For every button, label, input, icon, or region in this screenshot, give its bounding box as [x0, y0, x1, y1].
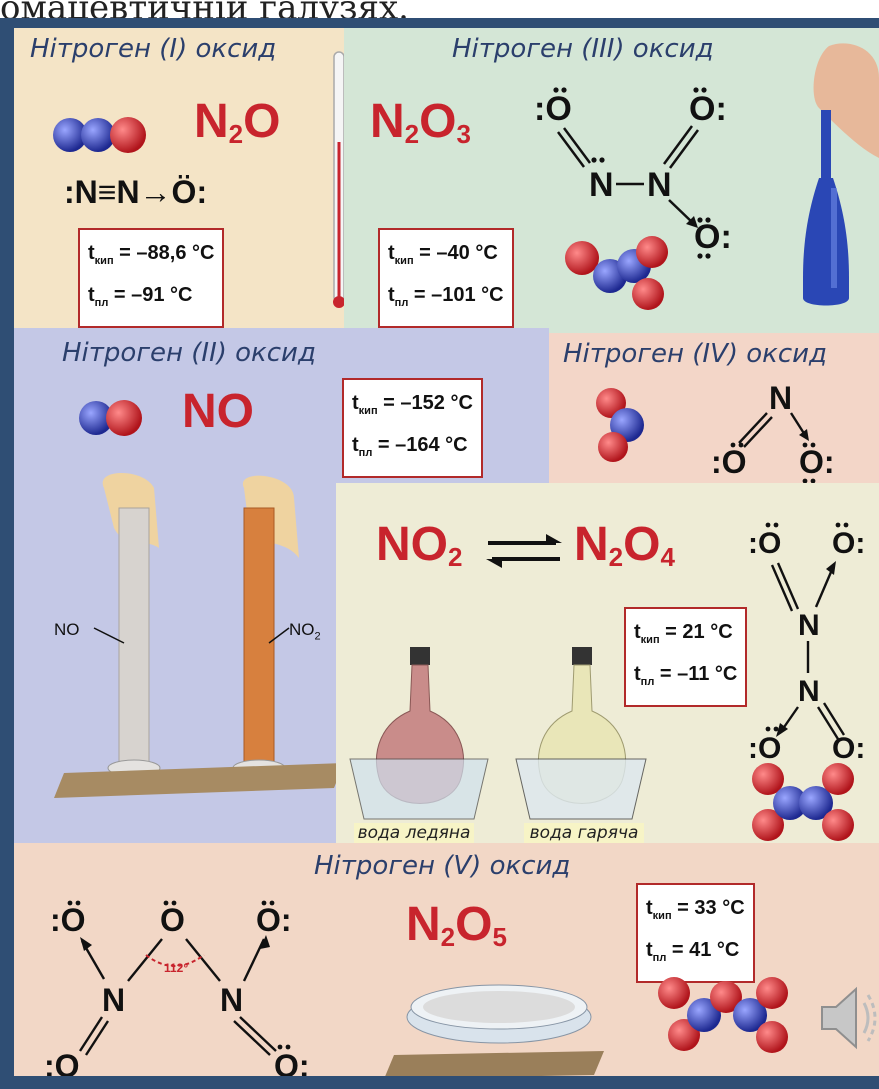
- svg-text:O:: O:: [274, 1048, 310, 1076]
- n2o3-title: Нітроген (ІІІ) оксид: [452, 34, 714, 64]
- n2o3-molecule-icon: [565, 236, 668, 310]
- equilibrium-right-formula: N2O4: [574, 518, 675, 572]
- svg-text:N: N: [220, 982, 243, 1018]
- svg-text:O:: O:: [799, 444, 835, 480]
- no-formula: NO: [182, 385, 254, 438]
- n2o-temperature-box: tкип = –88,6 °C tпл = –91 °C: [78, 228, 225, 328]
- panel-n2o: Нітроген (І) оксид N2O :N≡N→Ö: tкип = –8…: [14, 28, 345, 328]
- svg-text::O: :O: [50, 902, 86, 938]
- svg-text:O:: O:: [689, 90, 727, 128]
- panel-n2o3: Нітроген (ІІІ) оксид N2O3 :O N N O: O:: [344, 28, 879, 333]
- svg-text:N: N: [798, 675, 820, 708]
- n2o5-structure-diagram: :O O O: N N :O O:: [44, 900, 310, 1076]
- no-molecule-icon: [79, 400, 142, 436]
- no2-structure-diagram: N :O O:: [711, 380, 835, 484]
- n2o-structure: :N≡N→Ö:: [64, 174, 208, 210]
- no2-molecule-icon: [596, 388, 644, 462]
- cold-water-label: вода ледяна: [354, 823, 474, 843]
- n2o-title: Нітроген (І) оксид: [30, 34, 277, 64]
- svg-text::O: :O: [534, 90, 572, 128]
- gas-tubes-image: [54, 473, 344, 798]
- panel-no2-n2o4: NO2 N2O4 tкип = 21 °C tпл = –11 °C :O O:…: [336, 483, 879, 843]
- svg-text:N: N: [798, 609, 820, 642]
- bond-angle-label: 112°: [164, 961, 189, 975]
- n2o5-formula: N2O5: [406, 898, 507, 952]
- n2o4-molecule-icon: [752, 763, 854, 841]
- svg-text:O:: O:: [832, 527, 865, 560]
- tube-no-label: NO: [54, 620, 80, 639]
- n2o-formula: N2O: [194, 95, 281, 149]
- no2-title: Нітроген (IV) оксид: [563, 339, 828, 369]
- flasks-image: [349, 647, 647, 820]
- n2o4-structure-diagram: :O O: N N :O O:: [748, 522, 865, 765]
- n2o3-temperature-box: tкип = –40 °C tпл = –101 °C: [378, 228, 514, 328]
- panel-n2o5: Нітроген (V) оксид :O O O: N N :O O:: [14, 843, 879, 1076]
- n2o5-temperature-box: tкип = 33 °C tпл = 41 °C: [636, 883, 755, 983]
- equilibrium-arrows-icon: [486, 534, 562, 568]
- svg-text::O: :O: [748, 527, 781, 560]
- poster: Нітроген (І) оксид N2O :N≡N→Ö: tкип = –8…: [14, 28, 879, 1076]
- svg-text:N: N: [769, 380, 792, 416]
- n2o4-temperature-box: tкип = 21 °C tпл = –11 °C: [624, 607, 748, 707]
- n2o5-title: Нітроген (V) оксид: [314, 851, 571, 881]
- tube-no2-label: NO2: [289, 620, 321, 643]
- svg-text:O:: O:: [694, 218, 732, 256]
- svg-text::O: :O: [748, 732, 781, 765]
- panel-no2: Нітроген (IV) оксид N :O O:: [549, 333, 879, 484]
- equilibrium-left-formula: NO2: [376, 518, 463, 572]
- ampoule-hand-image: [803, 43, 879, 306]
- svg-text:N: N: [647, 166, 672, 204]
- no-temperature-box: tкип = –152 °C tпл = –164 °C: [342, 378, 483, 478]
- no-title: Нітроген (ІІ) оксид: [62, 338, 316, 368]
- n2o-molecule-icon: [53, 117, 146, 153]
- svg-text::O: :O: [711, 444, 747, 480]
- n2o3-formula: N2O3: [370, 95, 471, 149]
- svg-text:N: N: [589, 166, 614, 204]
- speaker-icon[interactable]: [818, 983, 878, 1053]
- svg-text:N: N: [102, 982, 125, 1018]
- svg-text::O: :O: [44, 1048, 80, 1076]
- n2o3-structure-diagram: :O N N O: O:: [534, 87, 732, 259]
- petri-dish-image: [385, 984, 604, 1076]
- n2o5-molecule-icon: [658, 977, 788, 1053]
- hot-water-label: вода гаряча: [524, 823, 644, 843]
- svg-text:O:: O:: [256, 902, 292, 938]
- svg-text:O: O: [160, 902, 185, 938]
